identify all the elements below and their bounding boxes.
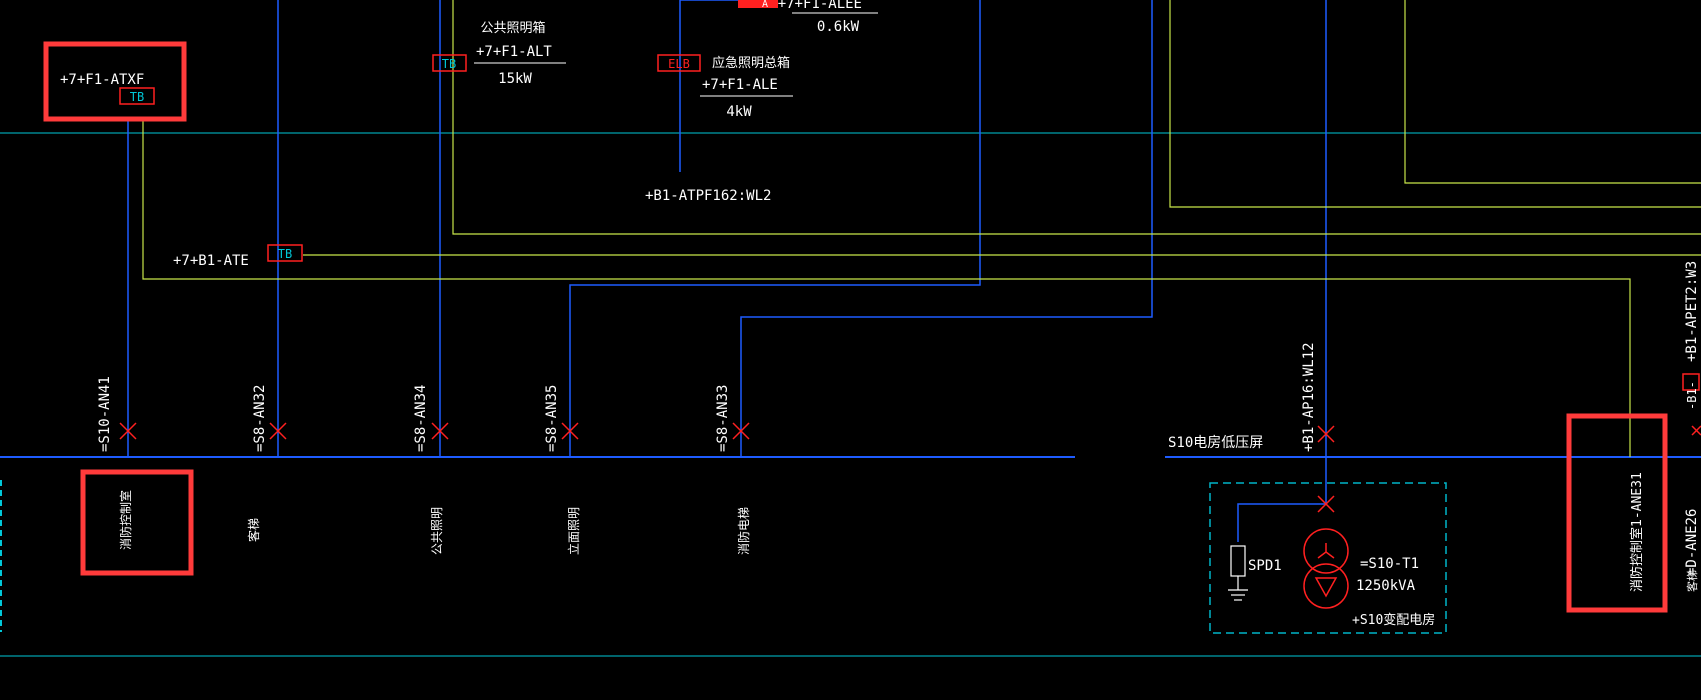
feeder-code-an35: =S8-AN35 <box>544 385 560 452</box>
atpf-label: +B1-ATPF162:WL2 <box>645 188 771 204</box>
feeder-name-an33: 消防电梯 <box>736 507 751 555</box>
transformer-id: =S10-T1 <box>1360 556 1419 572</box>
tb-tag-alt-text: TB <box>442 57 456 71</box>
spd-branch-line <box>1237 503 1326 542</box>
tb-tag-ate-text: TB <box>278 247 292 261</box>
alt-cn-name: 公共照明箱 <box>480 20 545 36</box>
a-tag <box>738 0 778 8</box>
tb-tag-atxf-text: TB <box>130 90 144 104</box>
ale-label: +7+F1-ALE <box>702 77 778 93</box>
ale-cn-name: 应急照明总箱 <box>712 55 790 71</box>
alee-power: 0.6kW <box>817 19 860 35</box>
ap16-label: +B1-AP16:WL12 <box>1301 342 1317 452</box>
a-tag-text: A <box>762 0 768 10</box>
edge-cn-label: 客梯 <box>1685 570 1699 592</box>
spd-symbol <box>1228 545 1248 601</box>
spd-label: SPD1 <box>1248 558 1282 574</box>
alt-label: +7+F1-ALT <box>476 44 552 60</box>
apet2-label: +B1-APET2:W3 <box>1684 261 1700 362</box>
ate-label: +7+B1-ATE <box>173 253 249 269</box>
transformer-rating: 1250kVA <box>1356 578 1416 594</box>
substation-boundary <box>1209 482 1447 634</box>
feeder-code-an33: =S8-AN33 <box>715 385 731 452</box>
transformer-symbol <box>1303 528 1349 609</box>
ale-riser-line <box>679 0 740 172</box>
elb-tag <box>657 54 701 72</box>
feeder-code-an34: =S8-AN34 <box>413 385 429 452</box>
panel-label: S10电房低压屏 <box>1168 435 1263 451</box>
substation-room: +S10变配电房 <box>1352 612 1435 628</box>
breaker-marks <box>119 422 1701 513</box>
edge-tag <box>1682 373 1700 391</box>
feeder-line-an33 <box>740 0 1153 457</box>
highlight-boxes <box>43 41 1668 613</box>
tb-tag-atxf <box>119 87 155 105</box>
highlight-an41 <box>80 469 194 576</box>
tb-tag-ate <box>267 244 303 262</box>
yellow-line-234 <box>452 0 1701 235</box>
feeder-name-an32: 客梯 <box>246 518 261 542</box>
ate-cable-line <box>142 118 1631 457</box>
alt-power: 15kW <box>498 71 532 87</box>
tb-tag-alt <box>432 54 467 72</box>
alee-label: +7+F1-ALEE <box>778 0 862 12</box>
highlight-atxf <box>43 41 187 122</box>
feeder-name-an35: 立面照明 <box>566 507 581 555</box>
yellow-line-183 <box>1404 0 1701 184</box>
feeder-line-an35 <box>569 0 981 457</box>
edge-cut-label: -B1- <box>1685 381 1699 410</box>
atxf-label: +7+F1-ATXF <box>60 72 144 88</box>
feeder-code-an32: =S8-AN32 <box>252 385 268 452</box>
ane26-label: =D-ANE26 <box>1684 509 1700 576</box>
ale-power: 4kW <box>726 104 752 120</box>
feeder-code-an41: =S10-AN41 <box>97 376 113 452</box>
ane31-label: 消防控制室1-ANE31 <box>1629 472 1645 592</box>
highlight-ane31 <box>1566 413 1668 613</box>
yellow-line-207 <box>1169 0 1701 208</box>
elb-tag-text: ELB <box>668 57 690 71</box>
feeder-name-an41: 消防控制室 <box>118 490 133 550</box>
feeder-name-an34: 公共照明 <box>430 507 444 555</box>
